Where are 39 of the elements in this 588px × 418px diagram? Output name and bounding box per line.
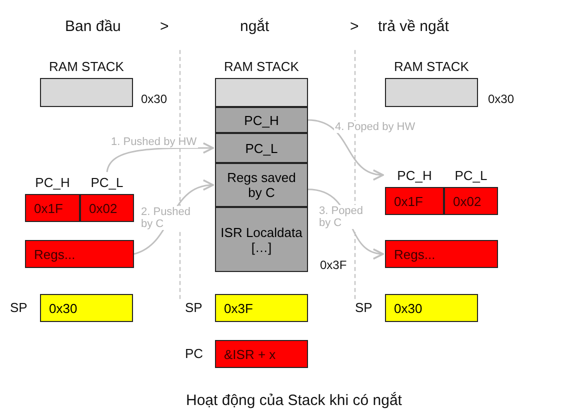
column-heading: PC_L xyxy=(90,175,124,190)
caption: Hoạt động của Stack khi có ngắt xyxy=(185,392,403,409)
register-value: 0x02 xyxy=(444,187,498,215)
step-heading: trả về ngắt xyxy=(378,18,449,35)
stack-slot: PC_L xyxy=(215,133,308,163)
column-heading: RAM STACK xyxy=(223,59,300,74)
step-heading: > xyxy=(160,18,169,35)
stack-slot: ISR Localdata […] xyxy=(215,207,308,272)
address-label: 0x30 xyxy=(488,92,514,106)
column-heading: PC_L xyxy=(454,168,488,183)
stack-slot: PC_H xyxy=(215,107,308,133)
register-name: SP xyxy=(10,300,28,315)
register-name: SP xyxy=(185,300,202,315)
column-heading: RAM STACK xyxy=(48,59,125,74)
address-label: 0x3F xyxy=(320,258,347,272)
arrow xyxy=(106,142,214,172)
column-heading: RAM STACK xyxy=(393,59,470,74)
register-value: 0x3F xyxy=(215,294,308,322)
column-heading: PC_H xyxy=(396,168,433,183)
address-label: 0x30 xyxy=(141,92,168,106)
register-value: 0x30 xyxy=(385,294,478,322)
register-name: PC xyxy=(185,346,204,361)
register-value: 0x30 xyxy=(40,294,133,322)
step-heading: Ban đầu xyxy=(65,18,121,35)
step-heading: ngắt xyxy=(240,18,270,35)
arrow xyxy=(308,119,384,180)
register-name: SP xyxy=(355,300,372,315)
edge-label: 4. Poped by HW xyxy=(334,121,416,133)
register-value: &ISR + x xyxy=(215,340,308,368)
register-value: 0x02 xyxy=(80,194,134,222)
step-heading: > xyxy=(350,18,359,35)
register-value: Regs... xyxy=(385,240,498,268)
register-value: 0x1F xyxy=(385,187,444,215)
edge-label: 2. Pushed by C xyxy=(140,206,192,230)
stack-slot: Regs saved by C xyxy=(215,163,308,207)
edge-label: 1. Pushed by HW xyxy=(110,136,198,148)
column-heading: PC_H xyxy=(34,175,71,190)
register-value: Regs... xyxy=(25,240,134,268)
register-value: 0x1F xyxy=(25,194,80,222)
